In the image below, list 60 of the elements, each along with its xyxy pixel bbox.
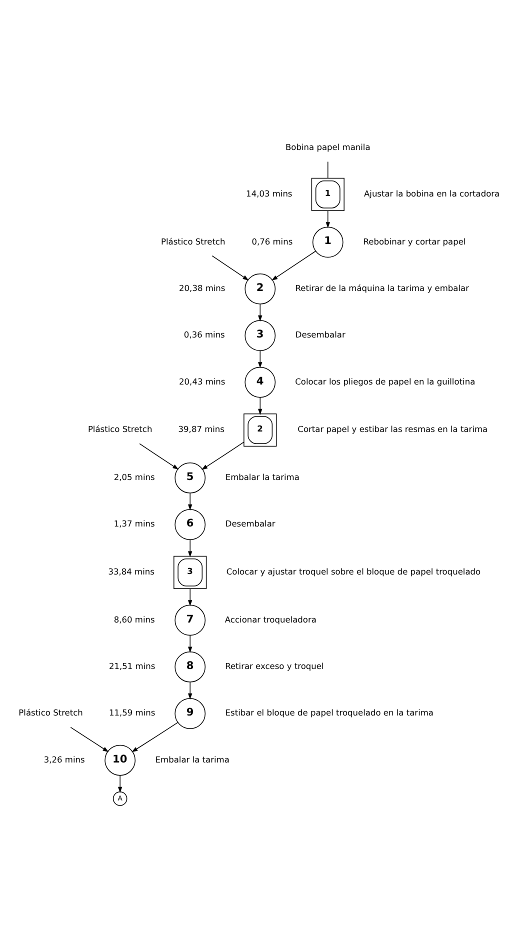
node-box: 2 xyxy=(243,414,276,447)
node-text: Bobina papel manila xyxy=(285,142,370,152)
node-label: 20,38 mins xyxy=(178,283,225,294)
node-label: Retirar exceso y troquel xyxy=(224,661,324,672)
node-label: Embalar la tarima xyxy=(154,754,229,764)
node-label: Embalar la tarima xyxy=(224,472,299,482)
arrow xyxy=(200,442,244,470)
node-label: Rebobinar y cortar papel xyxy=(362,236,466,246)
arrow xyxy=(187,539,192,558)
node-circle: 4 xyxy=(244,366,276,398)
node-label: 8,60 mins xyxy=(113,614,154,624)
arrow xyxy=(138,443,178,470)
arrow xyxy=(131,722,178,752)
node-label: Cortar papel y estibar las resmas en la tarima xyxy=(297,424,488,434)
arrow xyxy=(258,350,262,368)
node-circle: 9 xyxy=(174,698,206,730)
arrow xyxy=(187,635,192,653)
node-label: Estibar el bloque de papel troquelado en la tarima xyxy=(224,708,433,718)
node-label: Desembalar xyxy=(224,518,275,529)
node-label: 14,03 mins xyxy=(246,188,292,199)
node-circle: 10 xyxy=(104,744,135,776)
arrow xyxy=(271,250,316,281)
arrow xyxy=(187,682,192,700)
arrow xyxy=(187,492,192,510)
node-label: 1,37 mins xyxy=(113,518,154,529)
node-text: Plástico Stretch xyxy=(87,424,152,434)
node-text: Plástico Stretch xyxy=(160,236,225,246)
node-label: Retirar de la máquina la tarima y embalar xyxy=(294,283,468,294)
node-circle: 5 xyxy=(174,462,206,494)
node-label: 2,05 mins xyxy=(113,472,154,482)
node-label: 33,84 mins xyxy=(108,566,154,577)
node-label: 0,76 mins xyxy=(251,236,292,246)
node-text: Plástico Stretch xyxy=(18,708,82,718)
node-circle: 6 xyxy=(174,509,206,540)
node-circle: 1 xyxy=(312,226,343,258)
node-circle: 8 xyxy=(174,651,206,682)
node-label: 20,43 mins xyxy=(178,376,225,386)
node-circle: 2 xyxy=(244,273,276,304)
node-label: Ajustar la bobina en la cortadora xyxy=(364,188,500,199)
node-label: 39,87 mins xyxy=(178,424,224,434)
node-box: 1 xyxy=(310,178,344,211)
node-circle: 3 xyxy=(244,320,276,352)
node-label: 3,26 mins xyxy=(43,754,84,764)
arrow xyxy=(258,304,262,322)
arrow xyxy=(187,588,192,606)
node-circle: 7 xyxy=(174,604,206,636)
connector xyxy=(327,161,328,178)
node-label: 0,36 mins xyxy=(183,330,224,340)
node-label: Desembalar xyxy=(294,330,345,340)
node-label: Colocar los pliegos de papel en la guillotina xyxy=(294,376,475,386)
arrow xyxy=(117,775,122,793)
node-label: Colocar y ajustar troquel sobre el bloque de papel troquelado xyxy=(226,566,480,577)
node-box: 3 xyxy=(173,556,206,589)
arrow xyxy=(325,210,330,228)
arrow xyxy=(258,397,262,415)
node-label: 11,59 mins xyxy=(108,708,155,718)
arrow xyxy=(211,255,248,280)
node-label: 21,51 mins xyxy=(108,661,155,672)
node-label: Accionar troqueladora xyxy=(224,614,316,624)
arrow xyxy=(70,726,108,752)
